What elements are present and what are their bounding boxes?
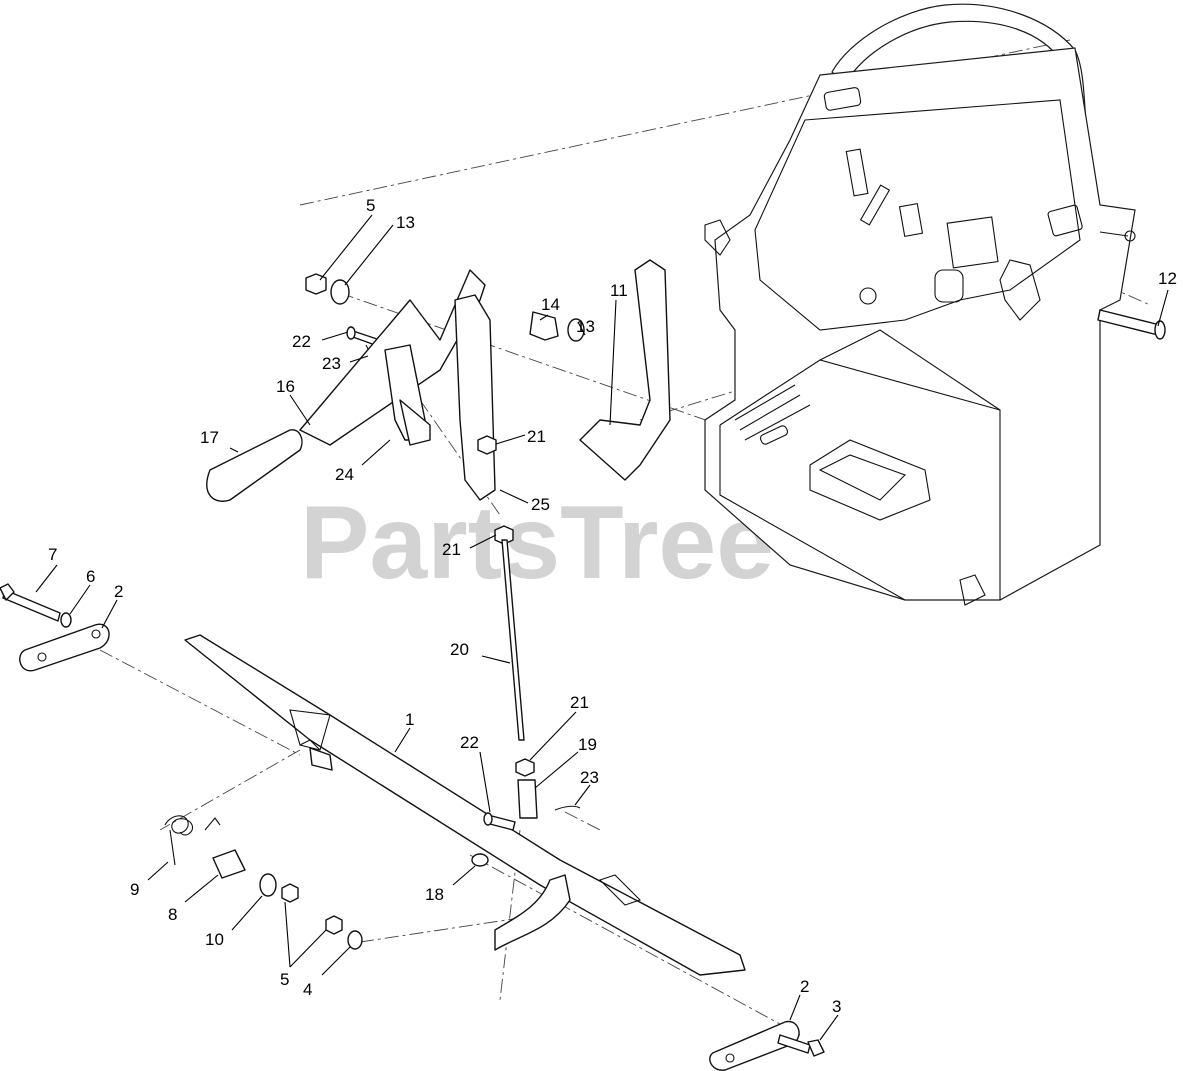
callout-17: 17: [200, 428, 219, 447]
callout-16: 16: [276, 377, 295, 396]
control-frame: [704, 3, 1136, 606]
nut-5-lower-b: [325, 915, 343, 935]
plate-11: [579, 259, 671, 481]
washer-10: [259, 873, 277, 897]
spacer-6: [60, 612, 72, 628]
bushing-14: [529, 311, 559, 341]
callout-3: 3: [832, 997, 841, 1016]
nut-21-a: [477, 435, 497, 455]
washer-4: [347, 930, 363, 950]
callout-6: 6: [86, 567, 95, 586]
callout-7: 7: [48, 545, 57, 564]
spring-9: [164, 815, 221, 866]
callout-13-top: 13: [396, 213, 415, 232]
callout-13-mid: 13: [576, 317, 595, 336]
leader-lines: [35, 214, 1169, 1041]
callout-2-right: 2: [800, 977, 809, 996]
nut-21-b: [494, 525, 514, 545]
bolt-3: [777, 1034, 811, 1054]
callout-12: 12: [1158, 269, 1177, 288]
washer-13-top: [330, 279, 350, 305]
nut-5-lower-a: [281, 883, 299, 903]
callout-14: 14: [541, 295, 560, 314]
callout-25: 25: [531, 495, 550, 514]
plate-2-left: [19, 623, 110, 672]
callout-9: 9: [130, 880, 139, 899]
grip-17: [206, 429, 303, 502]
callout-21-lower: 21: [570, 693, 589, 712]
arc-bracket: [494, 874, 571, 951]
rod-20: [501, 539, 525, 741]
callout-23-top: 23: [322, 354, 341, 373]
callout-labels: 5 13 22 23 16 17 24 14 13 11 21 25 21 12…: [48, 196, 1177, 1016]
callout-2-left: 2: [114, 582, 123, 601]
tube-1: [184, 634, 746, 976]
watermark: PartsTree: [300, 485, 774, 601]
callout-5-top: 5: [366, 196, 375, 215]
callout-10: 10: [205, 930, 224, 949]
clevis-19: [517, 779, 538, 819]
callout-1: 1: [405, 710, 414, 729]
pin-12: [1097, 309, 1161, 336]
spacer-8: [212, 849, 246, 879]
cotter-pin-23-lower: [554, 805, 581, 811]
callout-24: 24: [335, 465, 354, 484]
callout-5-lower: 5: [280, 970, 289, 989]
callout-18: 18: [425, 885, 444, 904]
callout-23-lower: 23: [580, 768, 599, 787]
nut-21-lower: [515, 758, 535, 777]
washer-18: [471, 853, 489, 867]
callout-8: 8: [168, 905, 177, 924]
callout-11: 11: [610, 281, 628, 300]
callout-19: 19: [578, 735, 597, 754]
washer-13-mid: [567, 318, 585, 342]
callout-21-rod: 21: [442, 540, 461, 559]
callout-22-lower: 22: [460, 733, 479, 752]
arm-25: [454, 294, 496, 501]
callout-4: 4: [303, 980, 312, 999]
callout-21-upper: 21: [527, 427, 546, 446]
callout-22-top: 22: [292, 332, 311, 351]
callout-20: 20: [450, 640, 469, 659]
